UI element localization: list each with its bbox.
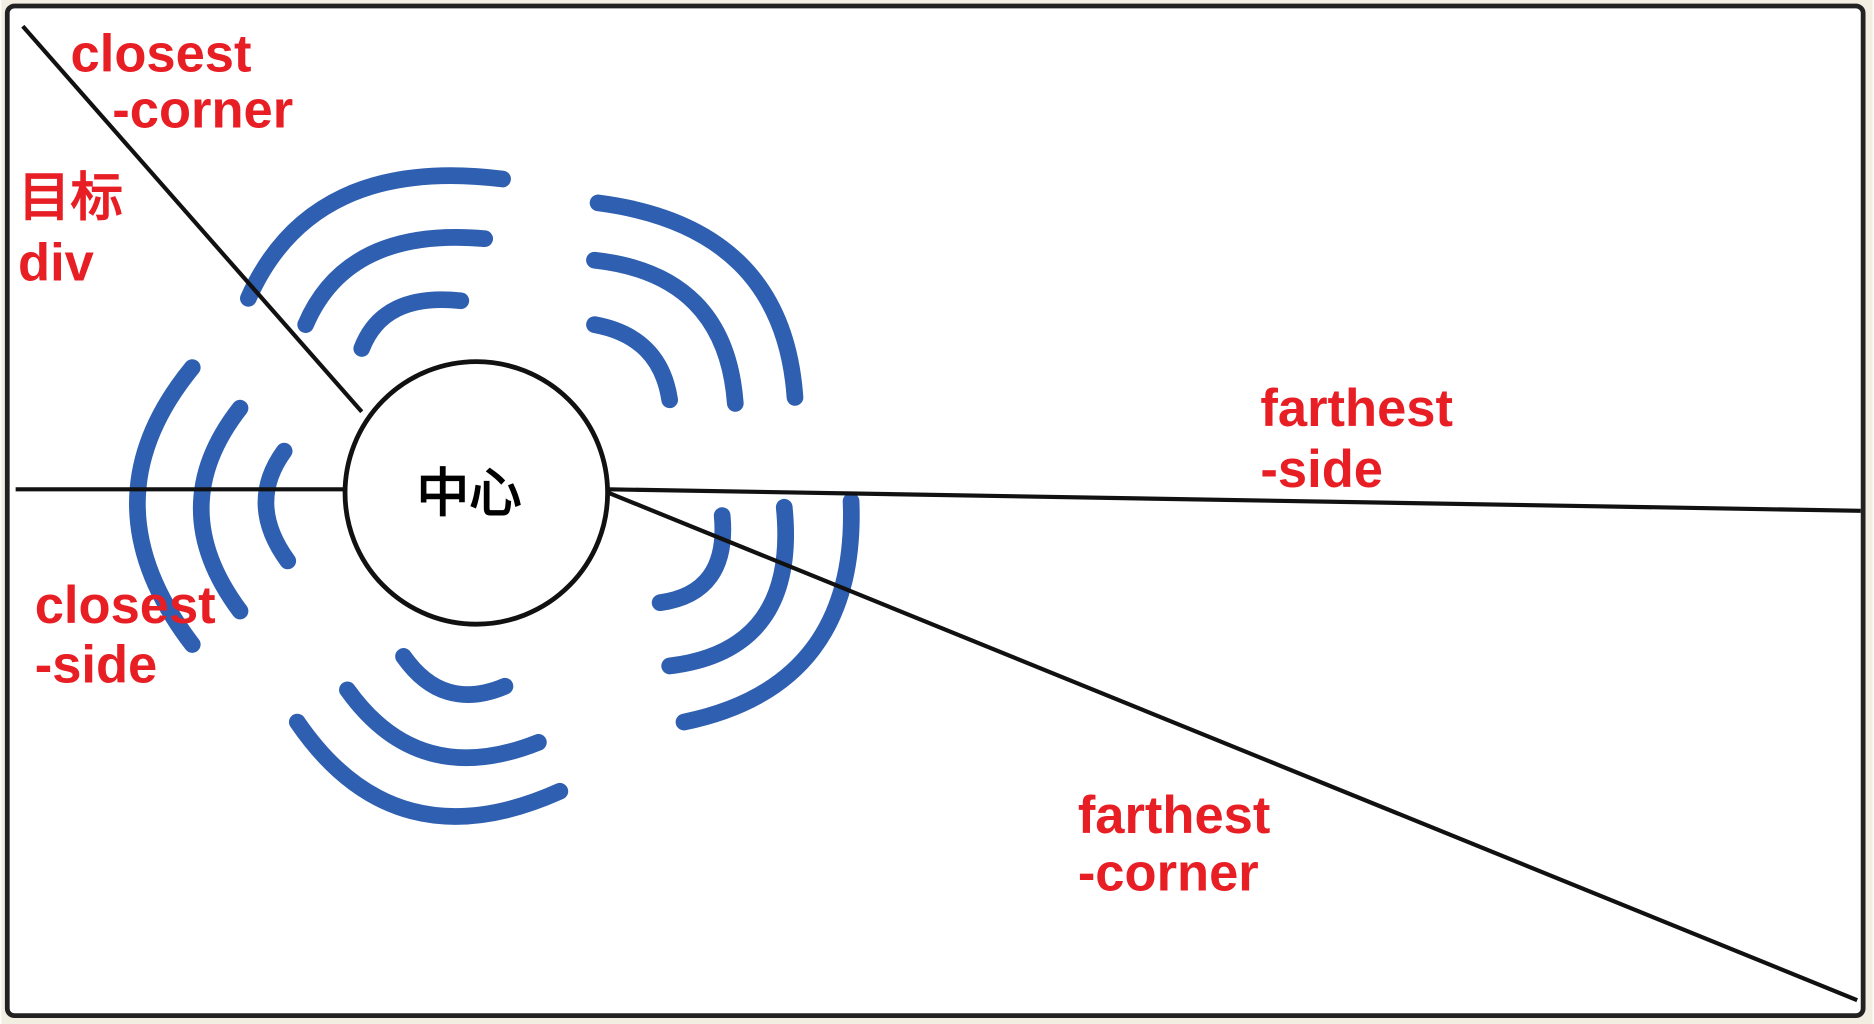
- wave-group-lower: [288, 648, 569, 825]
- farthest-side-label-2: -side: [1260, 440, 1383, 499]
- wave-arc: [651, 507, 732, 612]
- farthest-side-line: [608, 487, 1861, 513]
- wave-arc: [297, 229, 494, 333]
- wave-arc: [675, 492, 860, 731]
- wave-arc: [339, 681, 547, 767]
- wave-arc: [395, 648, 514, 703]
- wave-arc: [353, 291, 470, 357]
- closest-side-label-1: closest: [35, 576, 216, 635]
- wave-group-upper-right: [586, 194, 804, 412]
- wave-group-upper-left: [240, 167, 511, 357]
- target-div-label-2: div: [18, 233, 94, 292]
- closest-corner-label-2: -corner: [112, 81, 293, 140]
- wave-arc: [129, 359, 201, 653]
- closest-corner-line: [21, 24, 364, 414]
- labels: closest -corner 目标 div farthest -side cl…: [18, 25, 1453, 903]
- closest-corner-label-1: closest: [71, 25, 252, 84]
- farthest-corner-label-2: -corner: [1078, 843, 1259, 902]
- wave-arc: [257, 442, 297, 570]
- center-circle: [342, 359, 610, 627]
- target-div-box: [4, 3, 1866, 1019]
- farthest-corner-line: [608, 490, 1858, 1003]
- wave-arc: [240, 167, 511, 307]
- center-label: 中心: [417, 464, 522, 523]
- wave-arc: [192, 399, 249, 620]
- farthest-corner-label-1: farthest: [1078, 786, 1271, 845]
- closest-side-label-2: -side: [35, 636, 158, 695]
- wave-group-lower-right: [651, 492, 860, 731]
- wave-group-left: [129, 359, 297, 653]
- wave-arc: [586, 316, 679, 409]
- wave-arc: [288, 713, 569, 825]
- wave-arc: [589, 194, 804, 406]
- wave-arc: [661, 498, 794, 675]
- target-div-label-1: 目标: [18, 168, 123, 227]
- wave-arc: [586, 251, 744, 412]
- farthest-side-label-1: farthest: [1260, 379, 1453, 438]
